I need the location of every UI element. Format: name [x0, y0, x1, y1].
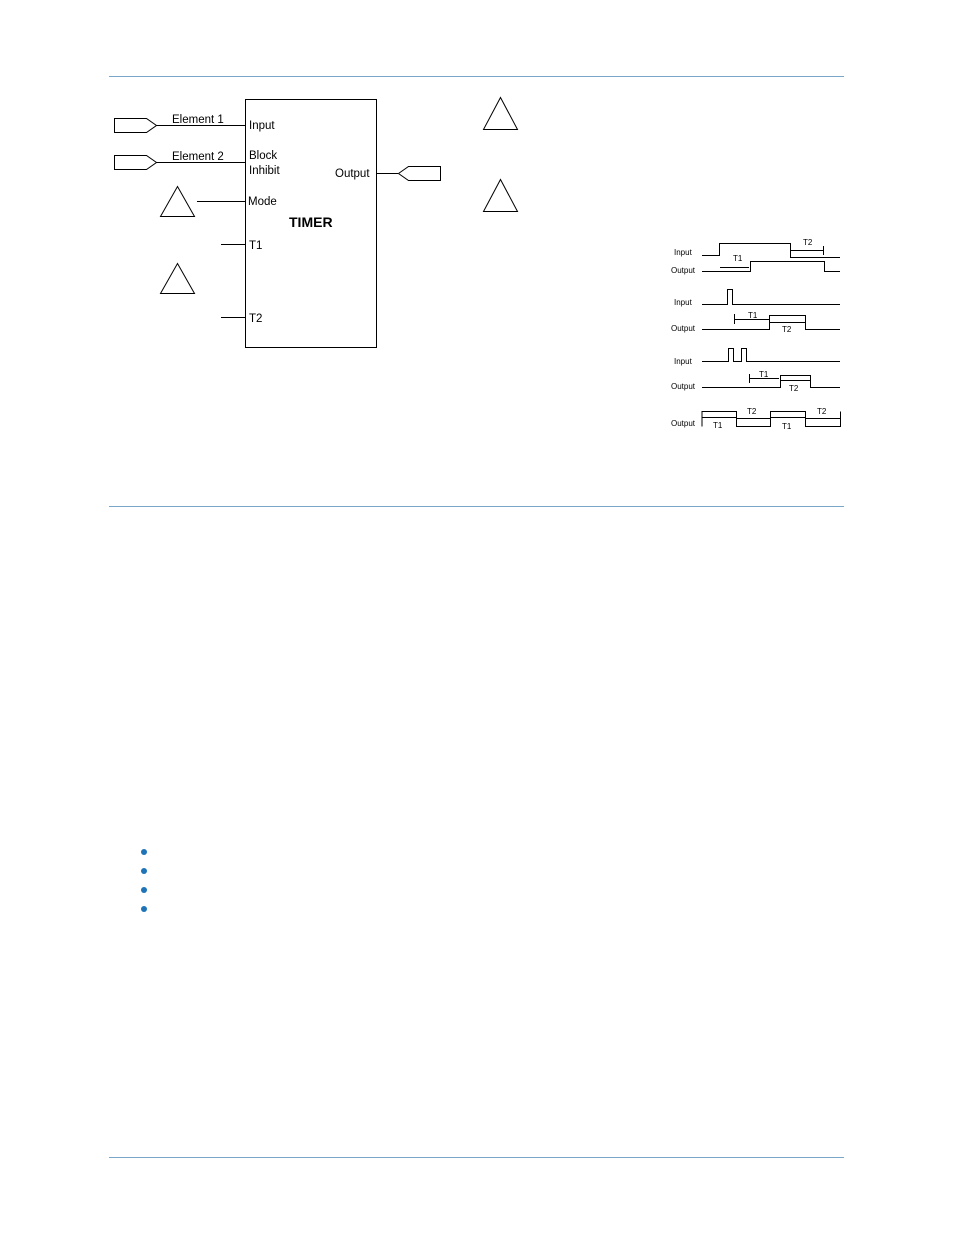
input-waveform	[702, 243, 840, 258]
mode-setting-triangle-icon	[159, 185, 196, 217]
timing2-input-label: Input	[674, 298, 693, 307]
output-port-label: Output	[335, 168, 370, 180]
timer-block	[245, 99, 377, 348]
element1-connector-icon	[114, 118, 158, 133]
timer-title: TIMER	[289, 214, 333, 230]
timing4-t1-label: T1	[713, 421, 723, 430]
footer-rule	[109, 1157, 844, 1158]
note-triangle-icon	[482, 178, 519, 212]
mode-port-label: Mode	[248, 196, 277, 208]
header-rule	[109, 76, 844, 77]
time-setting-triangle-icon	[159, 262, 196, 294]
input-waveform	[702, 348, 840, 362]
output-waveform	[702, 375, 840, 388]
timing4-t2-label: T2	[817, 407, 827, 416]
timing2-t1-label: T1	[748, 311, 758, 320]
t2-port-label: T2	[249, 313, 262, 325]
output-waveform	[702, 315, 840, 330]
timing-diagram-4	[701, 411, 841, 427]
timing-diagram-2	[702, 289, 840, 330]
timing1-input-label: Input	[674, 248, 693, 257]
input-waveform	[702, 289, 840, 305]
timing-diagram-1	[702, 243, 840, 272]
output-waveform	[702, 261, 840, 272]
timing3-t1-label: T1	[759, 370, 769, 379]
timing2-t2-label: T2	[782, 325, 792, 334]
output-waveform	[701, 411, 841, 427]
note-triangle-icon	[482, 96, 519, 130]
timing1-t1-label: T1	[733, 254, 743, 263]
timing-diagram-3	[702, 348, 840, 388]
element2-connector-icon	[114, 155, 158, 170]
input-port-label: Input	[249, 120, 275, 132]
timing2-output-label: Output	[671, 324, 696, 333]
timing1-t2-label: T2	[803, 238, 813, 247]
timing3-input-label: Input	[674, 357, 693, 366]
timing3-t2-label: T2	[789, 384, 799, 393]
timing4-t2-label: T2	[747, 407, 757, 416]
timing1-output-label: Output	[671, 266, 696, 275]
output-connector-icon	[397, 166, 441, 181]
list-bullet	[141, 868, 147, 874]
list-bullet	[141, 849, 147, 855]
list-bullet	[141, 887, 147, 893]
t1-port-label: T1	[249, 240, 262, 252]
element2-label: Element 2	[172, 151, 224, 163]
element1-label: Element 1	[172, 114, 224, 126]
list-bullet	[141, 906, 147, 912]
timing3-output-label: Output	[671, 382, 696, 391]
timing4-output-label: Output	[671, 419, 696, 428]
block-port-label: Block	[249, 150, 277, 162]
inhibit-port-label: Inhibit	[249, 165, 280, 177]
timing4-t1-label: T1	[782, 422, 792, 431]
section-rule	[109, 506, 844, 507]
